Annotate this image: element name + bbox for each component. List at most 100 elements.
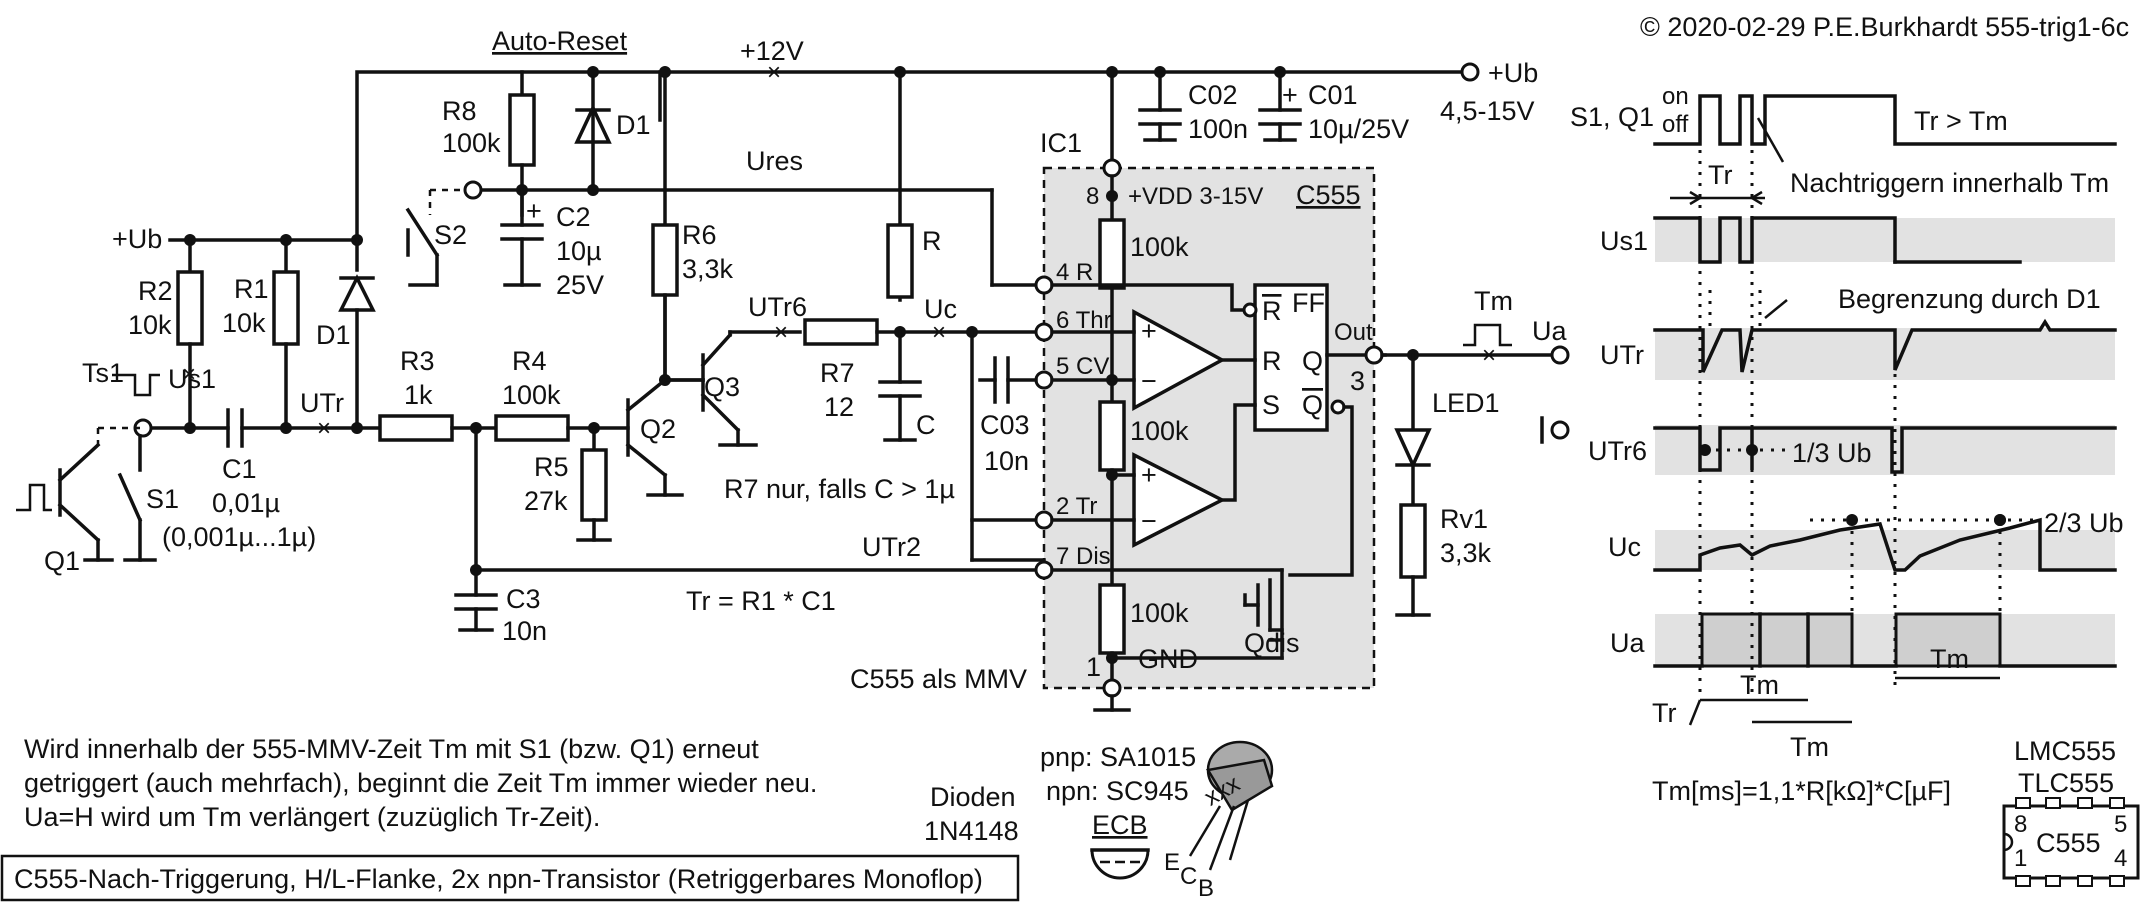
timing-ua: Ua bbox=[1610, 628, 1645, 658]
c01-name: C01 bbox=[1308, 80, 1358, 110]
ic-pin8: 8 bbox=[2014, 811, 2027, 838]
ic-pin4: 4 bbox=[2114, 845, 2127, 872]
timing-s1q1: S1, Q1 bbox=[1570, 102, 1654, 132]
schematic-labels: Auto-Reset +12V +Ub 4,5-15V +Ub R8 100k … bbox=[44, 26, 1567, 694]
output-section: × bbox=[1364, 323, 1570, 617]
uc-label: Uc bbox=[924, 294, 957, 324]
r1-value: 10k bbox=[222, 308, 266, 338]
r7-note: R7 nur, falls C > 1µ bbox=[724, 474, 955, 504]
led1-label: LED1 bbox=[1432, 388, 1500, 418]
pin-c-label: C bbox=[1180, 863, 1197, 890]
q3-label: Q3 bbox=[704, 372, 740, 402]
utr-label: UTr bbox=[300, 388, 344, 418]
ub-terminal bbox=[1460, 62, 1480, 82]
ures-label: Ures bbox=[746, 146, 803, 176]
c3-name: C3 bbox=[506, 584, 541, 614]
timing-utr: UTr bbox=[1600, 340, 1644, 370]
pin-e-label: E bbox=[1164, 849, 1180, 876]
svg-text:×: × bbox=[182, 361, 196, 388]
out-label: Out bbox=[1334, 319, 1373, 346]
svg-text:×: × bbox=[932, 319, 946, 346]
c555-label: C555 bbox=[1296, 180, 1361, 210]
pin-b-label: B bbox=[1198, 875, 1214, 902]
npn-label: npn: SC945 bbox=[1046, 776, 1189, 806]
desc-line-1: Wird innerhalb der 555-MMV-Zeit Tm mit S… bbox=[24, 734, 759, 764]
pin8-label: 8 bbox=[1086, 183, 1099, 210]
r100k-top: 100k bbox=[1130, 232, 1189, 262]
c-label: C bbox=[916, 410, 936, 440]
auto-reset-network: + bbox=[405, 70, 1046, 287]
q3-network: × × bbox=[651, 223, 1046, 562]
r5-name: R5 bbox=[534, 452, 569, 482]
timing-tr: Tr bbox=[1708, 160, 1732, 190]
tr-formula: Tr = R1 * C1 bbox=[686, 586, 836, 616]
pin1-label: 1 bbox=[1086, 652, 1101, 682]
r8-name: R8 bbox=[442, 96, 477, 126]
ff-q-bar: Q bbox=[1302, 390, 1323, 420]
pin5-label: 5 CV bbox=[1056, 353, 1109, 380]
timing-off: off bbox=[1662, 111, 1689, 138]
q2-label: Q2 bbox=[640, 414, 676, 444]
svg-text:×: × bbox=[774, 319, 788, 346]
svg-text:+: + bbox=[1141, 460, 1157, 490]
supply-rails: × bbox=[351, 59, 1480, 384]
dioden-label: Dioden bbox=[930, 782, 1016, 812]
timing-tm-1: Tm bbox=[1740, 670, 1779, 700]
timing-tr-2: Tr bbox=[1652, 698, 1676, 728]
c03-value: 10n bbox=[984, 446, 1029, 476]
auto-reset-label: Auto-Reset bbox=[492, 26, 628, 56]
ub-range-label: 4,5-15V bbox=[1440, 96, 1535, 126]
r3-name: R3 bbox=[400, 346, 435, 376]
s1-label: S1 bbox=[146, 484, 179, 514]
r2-name: R2 bbox=[138, 276, 173, 306]
pin6-label: 6 Thr bbox=[1056, 307, 1112, 334]
qdis-label: Qdis bbox=[1244, 628, 1300, 658]
cap-c01: + bbox=[1258, 80, 1302, 142]
c01-value: 10µ/25V bbox=[1308, 114, 1409, 144]
c555-mmv-label: C555 als MMV bbox=[850, 664, 1027, 694]
ff-q: Q bbox=[1302, 346, 1323, 376]
timing-on: on bbox=[1662, 83, 1689, 110]
c2-voltage: 25V bbox=[556, 270, 604, 300]
plus12v-label: +12V bbox=[740, 36, 804, 66]
timing-us1: Us1 bbox=[1600, 226, 1648, 256]
bottom-info: Wird innerhalb der 555-MMV-Zeit Tm mit S… bbox=[0, 12, 2140, 902]
diode-type-label: 1N4148 bbox=[924, 816, 1019, 846]
timing-tr-gt-tm: Tr > Tm bbox=[1914, 106, 2008, 136]
s2-label: S2 bbox=[434, 220, 467, 250]
ecb-label: ECB bbox=[1092, 810, 1148, 840]
c03-name: C03 bbox=[980, 410, 1030, 440]
cap-c02 bbox=[1138, 108, 1182, 142]
r7-value: 12 bbox=[824, 392, 854, 422]
c1-range: (0,001µ...1µ) bbox=[162, 522, 316, 552]
ua-label: Ua bbox=[1532, 316, 1567, 346]
timing-tm-2: Tm bbox=[1930, 644, 1969, 674]
r7-name: R7 bbox=[820, 358, 855, 388]
c02-value: 100n bbox=[1188, 114, 1248, 144]
c2-value: 10µ bbox=[556, 236, 602, 266]
rv1-name: Rv1 bbox=[1440, 504, 1488, 534]
timing-third-ub: 1/3 Ub bbox=[1792, 438, 1872, 468]
input-section: × × bbox=[16, 234, 1046, 632]
ff-r: R bbox=[1262, 346, 1282, 376]
c1-name: C1 bbox=[222, 454, 257, 484]
transistor-3d-icon: xxx bbox=[1188, 740, 1274, 871]
c2-name: C2 bbox=[556, 202, 591, 232]
svg-text:+: + bbox=[1141, 316, 1157, 346]
svg-text:+: + bbox=[526, 196, 542, 226]
timing-uc: Uc bbox=[1608, 532, 1641, 562]
pin2-label: 2 Tr bbox=[1056, 493, 1097, 520]
utr2-label: UTr2 bbox=[862, 532, 921, 562]
r4-value: 100k bbox=[502, 380, 561, 410]
tm-label: Tm bbox=[1474, 286, 1513, 316]
r4-name: R4 bbox=[512, 346, 547, 376]
timing-utr6: UTr6 bbox=[1588, 436, 1647, 466]
pnp-label: pnp: SA1015 bbox=[1040, 742, 1196, 772]
c02-name: C02 bbox=[1188, 80, 1238, 110]
ub-out-label: +Ub bbox=[1488, 58, 1538, 88]
q1-label: Q1 bbox=[44, 546, 80, 576]
ic1-label: IC1 bbox=[1040, 128, 1082, 158]
lmc555-label: LMC555 bbox=[2014, 736, 2116, 766]
r100k-bot: 100k bbox=[1130, 598, 1189, 628]
